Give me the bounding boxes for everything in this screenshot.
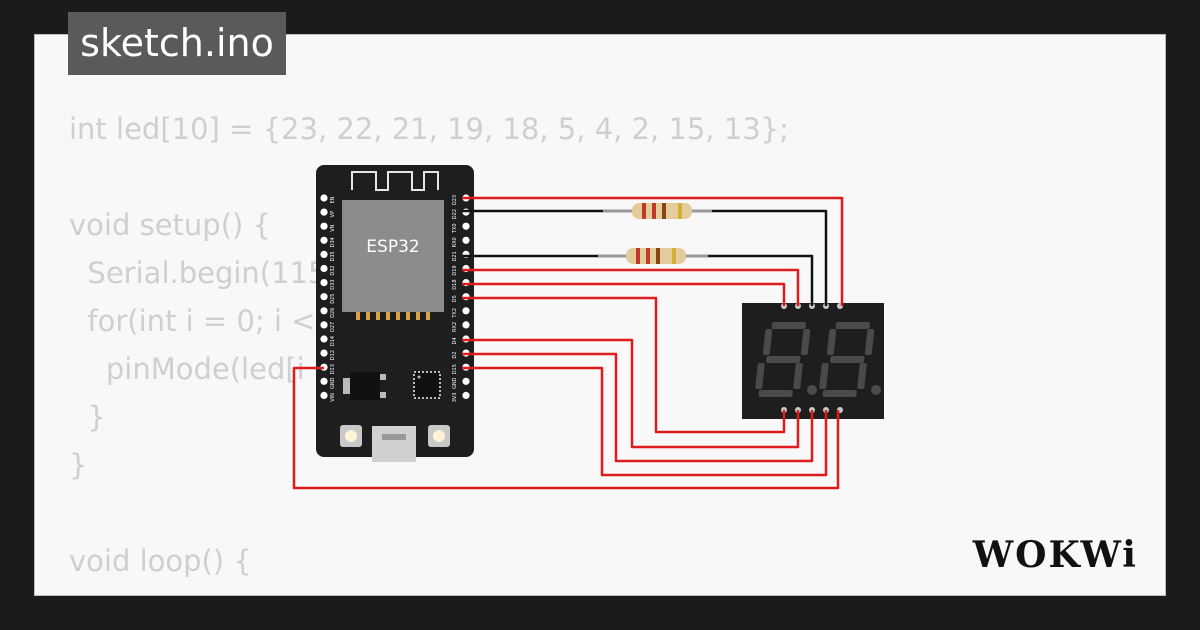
segment-b [864, 329, 875, 355]
pin-vn[interactable] [320, 222, 328, 230]
segment-a [771, 322, 806, 329]
pin-label: D4 [452, 337, 458, 344]
wokwi-logo: WOKWi [973, 534, 1138, 576]
code-editor[interactable]: int led[10] = {23, 22, 21, 19, 18, 5, 4,… [69, 105, 789, 595]
resistor-1[interactable] [603, 203, 712, 219]
pin-label: D25 [330, 294, 336, 304]
file-tab-sketch[interactable]: sketch.ino [68, 12, 286, 75]
pin-label: D5 [452, 295, 458, 302]
pin-label: D2 [452, 352, 458, 359]
segment-c [793, 363, 803, 389]
code-line: digitalWrite(LED, HIGH); [69, 585, 789, 595]
boot-button[interactable] [340, 425, 362, 447]
code-line: } [69, 448, 88, 482]
pin-d12[interactable] [320, 349, 328, 357]
pin-label: D15 [452, 364, 458, 374]
pin-label: GND [330, 377, 336, 389]
pin-label: EN [330, 196, 336, 203]
wires [292, 196, 844, 490]
pin-label: TX0 [452, 223, 458, 234]
pin-tx2[interactable] [462, 307, 470, 315]
antenna-trace [351, 171, 439, 191]
pin-label: 3V3 [452, 393, 458, 403]
pin-label: D21 [452, 251, 458, 261]
pin-d27[interactable] [320, 321, 328, 329]
reset-button[interactable] [428, 425, 450, 447]
pin-label: RX2 [452, 322, 458, 332]
chip-label: ESP32 [366, 237, 419, 257]
pin-label: D14 [330, 336, 336, 346]
pin-label: D34 [330, 237, 336, 247]
code-line: pinMode(led[i [69, 352, 305, 386]
pin-3v3[interactable] [462, 391, 470, 399]
logo-text: WOKWi [972, 534, 1138, 576]
segment-e [755, 363, 765, 389]
usb-port [372, 426, 416, 462]
code-line: int led[10] = {23, 22, 21, 19, 18, 5, 4,… [69, 112, 789, 146]
usb-bridge-chip [413, 371, 441, 399]
code-line: void loop() { [69, 544, 252, 578]
pin-d25[interactable] [320, 293, 328, 301]
code-line: } [69, 400, 106, 434]
pin-label: VP [330, 211, 336, 217]
pin-label: D27 [330, 322, 336, 332]
pin-label: RX0 [452, 237, 458, 247]
pin-rx2[interactable] [462, 321, 470, 329]
digit-2 [819, 322, 875, 397]
pin-en[interactable] [320, 194, 328, 202]
pin-d32[interactable] [320, 264, 328, 273]
pin-tx0[interactable] [462, 222, 470, 230]
code-line: for(int i = 0; i < [69, 304, 316, 338]
pin-d35[interactable] [320, 250, 328, 258]
segment-g [830, 356, 865, 363]
pin-gnd[interactable] [462, 377, 470, 385]
pin-vin[interactable] [320, 391, 328, 399]
pin-label: D13 [330, 364, 336, 374]
pin-label: D26 [330, 308, 336, 318]
digit-1 [755, 322, 811, 397]
pin-label: D32 [330, 265, 336, 275]
pin-label: GND [452, 377, 458, 389]
seven-segment-display[interactable] [742, 303, 884, 419]
pin-label: VIN [330, 393, 336, 402]
code-line: Serial.begin(115 [69, 256, 327, 290]
segment-c [857, 363, 867, 389]
pin-label: D18 [452, 279, 458, 289]
voltage-regulator [343, 372, 386, 400]
decimal-point-1 [807, 385, 817, 395]
segment-e [819, 363, 829, 389]
pin-label: D22 [452, 209, 458, 219]
pin-d33[interactable] [320, 279, 328, 287]
segment-d [822, 390, 857, 397]
esp32-module [342, 200, 444, 312]
pin-label: D12 [330, 350, 336, 360]
segment-d [758, 390, 793, 397]
pin-label: TX2 [452, 308, 458, 319]
pin-d14[interactable] [320, 335, 328, 343]
pin-d26[interactable] [320, 307, 328, 315]
resistor-2[interactable] [598, 248, 708, 264]
pin-label: D33 [330, 279, 336, 289]
segment-f [826, 329, 837, 355]
segment-f [762, 329, 773, 355]
segment-b [800, 329, 811, 355]
pin-label: D19 [452, 265, 458, 275]
segment-a [835, 322, 870, 329]
pin-d34[interactable] [320, 236, 328, 244]
module-pads [356, 312, 430, 320]
code-line: void setup() { [69, 208, 271, 242]
pin-gnd[interactable] [320, 377, 328, 385]
pin-vp[interactable] [320, 208, 328, 216]
segment-g [766, 356, 801, 363]
pin-label: D35 [330, 251, 336, 261]
pin-rx0[interactable] [462, 236, 470, 244]
pin-label: VN [330, 224, 336, 231]
pin-label: D23 [452, 195, 458, 205]
editor-panel: int led[10] = {23, 22, 21, 19, 18, 5, 4,… [34, 34, 1166, 596]
decimal-point-2 [871, 385, 881, 395]
